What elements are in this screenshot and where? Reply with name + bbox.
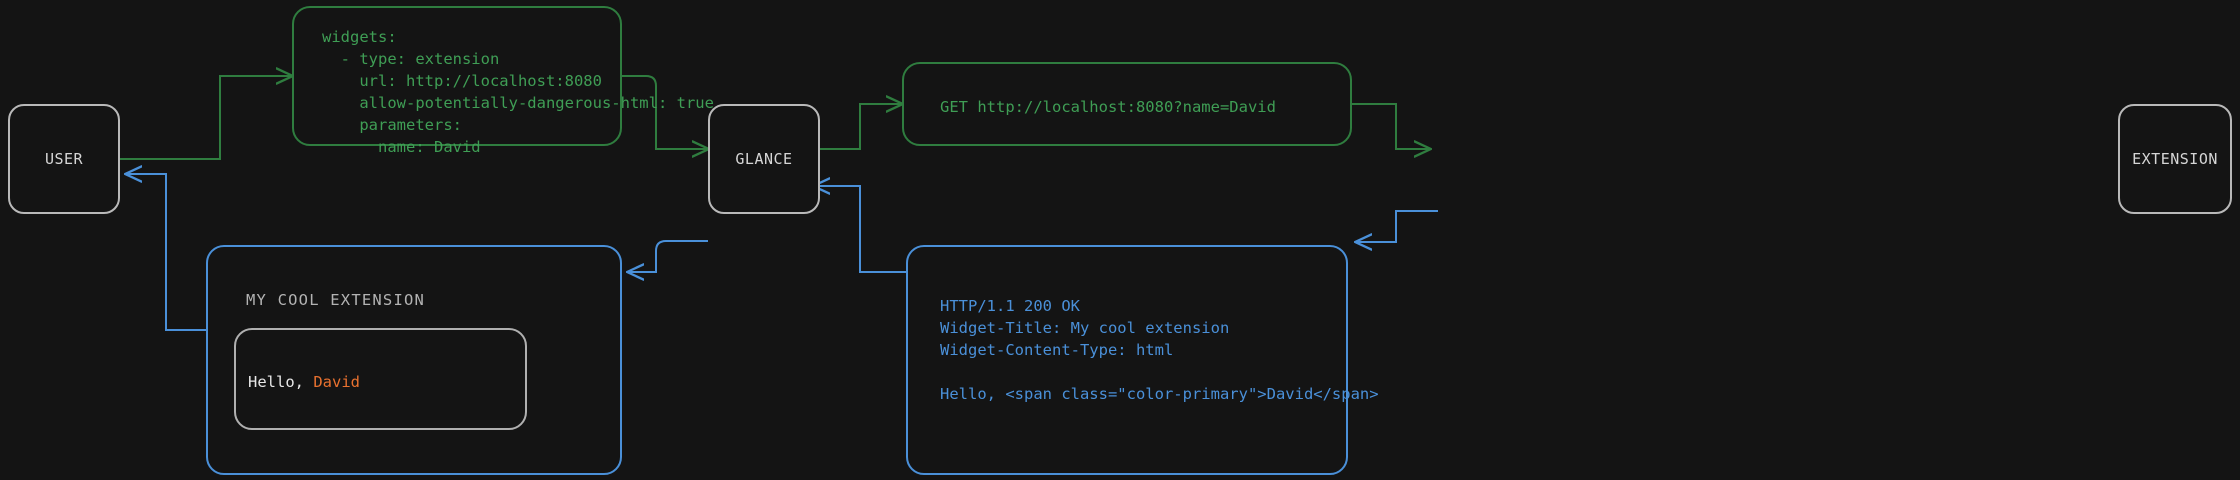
edge-extension-to-response [1356, 210, 1438, 242]
yaml-config-text: widgets: - type: extension url: http://l… [322, 28, 714, 156]
greeting-text: Hello, [248, 373, 314, 391]
node-extension-label: EXTENSION [2132, 150, 2218, 168]
edge-widget-to-user [126, 174, 206, 331]
edge-glance-to-request [820, 104, 902, 150]
card-yaml-config[interactable]: widgets: - type: extension url: http://l… [292, 6, 714, 156]
accent-name-text: David [313, 373, 360, 391]
edge-user-to-yaml [120, 76, 292, 160]
edge-request-to-extension [1352, 103, 1430, 149]
http-response-text: HTTP/1.1 200 OK Widget-Title: My cool ex… [940, 297, 1379, 403]
node-extension[interactable]: EXTENSION [2118, 104, 2232, 214]
http-request-text: GET http://localhost:8080?name=David [940, 98, 1276, 116]
card-rendered-widget[interactable]: MY COOL EXTENSION Hello, David [206, 245, 622, 475]
node-user[interactable]: USER [8, 104, 120, 214]
rendered-widget-frame: Hello, David [234, 328, 527, 430]
edge-response-to-glance [814, 186, 906, 273]
node-glance[interactable]: GLANCE [708, 104, 820, 214]
node-user-label: USER [44, 150, 84, 168]
rendered-widget-greeting: Hello, David [248, 373, 360, 391]
card-http-response[interactable]: HTTP/1.1 200 OK Widget-Title: My cool ex… [906, 245, 1379, 475]
node-glance-label: GLANCE [735, 150, 793, 168]
rendered-widget-title: MY COOL EXTENSION [246, 291, 426, 309]
edge-glance-to-widget [628, 240, 708, 272]
card-http-request[interactable]: GET http://localhost:8080?name=David [902, 62, 1352, 146]
